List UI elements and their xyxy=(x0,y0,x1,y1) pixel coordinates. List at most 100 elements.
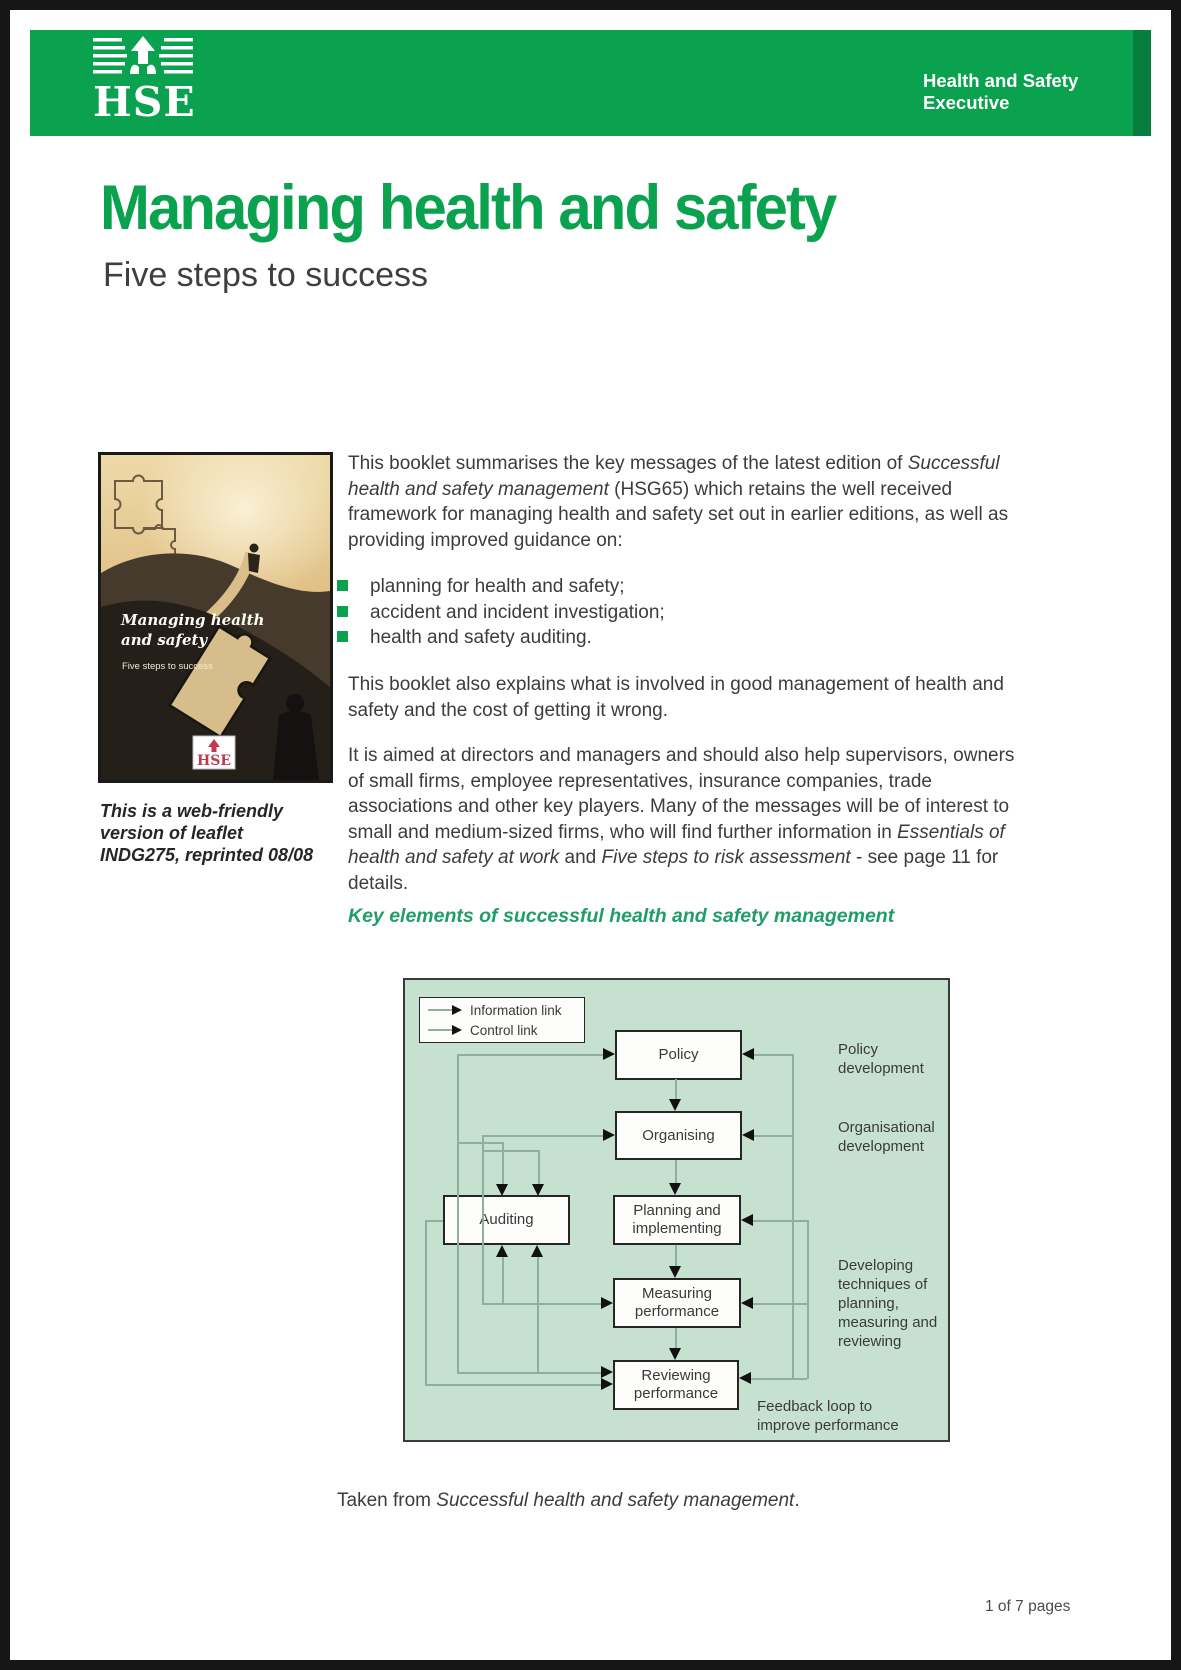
flow-box-reviewing: Reviewing performance xyxy=(613,1360,739,1410)
flow-line xyxy=(754,1135,792,1137)
arrowhead-right-icon xyxy=(601,1297,613,1309)
flow-line xyxy=(675,1245,677,1266)
source-note-pre: Taken from xyxy=(337,1490,437,1511)
bullet-list: planning for health and safety; accident… xyxy=(337,574,1027,651)
climber-figure xyxy=(248,543,260,573)
cover-caption: This is a web-friendly version of leafle… xyxy=(100,800,350,866)
booklet-cover-image: Managing health and safety Five steps to… xyxy=(98,452,333,783)
flow-line xyxy=(482,1303,601,1305)
legend-label: Information link xyxy=(470,1002,562,1018)
flow-line xyxy=(753,1303,807,1305)
arrowhead-right-icon xyxy=(452,1025,462,1035)
flow-line xyxy=(675,1160,677,1183)
flow-line xyxy=(537,1257,539,1372)
source-note-post: . xyxy=(794,1490,800,1511)
bullet-square-icon xyxy=(337,605,348,617)
source-note: Taken from Successful health and safety … xyxy=(337,1490,800,1512)
flow-line xyxy=(457,1372,601,1374)
label-feedback-loop: Feedback loop to improve performance xyxy=(757,1398,899,1434)
list-item: accident and incident investigation; xyxy=(337,600,1027,626)
list-item: planning for health and safety; xyxy=(337,574,1027,600)
label-organisational-development: Organisational development xyxy=(838,1119,935,1155)
flow-line xyxy=(751,1378,807,1380)
flow-box-policy: Policy xyxy=(615,1030,742,1080)
flow-line xyxy=(482,1135,603,1137)
bullet-text: planning for health and safety; xyxy=(370,576,625,597)
intro-paragraph-1: This booklet summarises the key messages… xyxy=(348,451,1024,553)
arrowhead-down-icon xyxy=(496,1184,508,1196)
page-subtitle: Five steps to success xyxy=(103,256,429,294)
cover-subtitle: Five steps to success xyxy=(122,661,213,672)
cover-title-line2: and safety xyxy=(121,631,208,649)
header-band-shadow xyxy=(1133,30,1151,136)
flow-line xyxy=(482,1135,484,1304)
page-title: Managing health and safety xyxy=(100,173,837,243)
cover-title-line1: Managing health xyxy=(120,611,264,629)
arrowhead-left-icon xyxy=(742,1129,754,1141)
flow-diagram-panel: Information link Control link Policy Org… xyxy=(403,978,950,1442)
cover-artwork: Managing health and safety Five steps to… xyxy=(101,455,330,780)
arrowhead-down-icon xyxy=(669,1348,681,1360)
legend-row-information: Information link xyxy=(428,1003,576,1018)
header-band xyxy=(30,30,1133,136)
p3-post: - see page 11 for details. xyxy=(348,847,999,894)
bullet-square-icon xyxy=(337,631,348,642)
intro-paragraph-2: This booklet also explains what is invol… xyxy=(348,674,1004,721)
arrowhead-right-icon xyxy=(603,1048,615,1060)
bullet-text: accident and incident investigation; xyxy=(370,601,665,623)
flow-line xyxy=(538,1150,540,1184)
arrowhead-left-icon xyxy=(739,1372,751,1384)
hse-logo-text: HSE xyxy=(93,78,193,122)
arrowhead-down-icon xyxy=(669,1099,681,1111)
org-name-line1: Health and Safety xyxy=(923,70,1079,91)
flow-line xyxy=(807,1220,809,1379)
bullet-text: health and safety auditing. xyxy=(370,627,592,648)
legend-label: Control link xyxy=(470,1022,538,1038)
flow-line xyxy=(457,1054,459,1373)
p3-book-title-2: Five steps to risk assessment xyxy=(601,847,851,868)
flow-line xyxy=(425,1220,427,1385)
list-item: health and safety auditing. xyxy=(337,625,1027,651)
page-indicator: 1 of 7 pages xyxy=(985,1598,1071,1615)
arrowhead-right-icon xyxy=(601,1366,613,1378)
flow-line xyxy=(425,1220,443,1222)
flow-line xyxy=(502,1142,504,1184)
large-puzzle-piece xyxy=(167,624,272,739)
flow-line xyxy=(675,1079,677,1099)
arrowhead-left-icon xyxy=(742,1048,754,1060)
arrowhead-right-icon xyxy=(603,1129,615,1141)
cover-logo-arrow-icon xyxy=(208,739,220,752)
hse-logo: HSE xyxy=(93,36,193,122)
arrowhead-left-icon xyxy=(741,1297,753,1309)
arrowhead-down-icon xyxy=(669,1266,681,1278)
flow-line xyxy=(753,1220,807,1222)
org-name-line2: Executive xyxy=(923,92,1010,113)
diagram-legend: Information link Control link xyxy=(419,997,585,1043)
p1-post: (HSG65) which retains the well received … xyxy=(348,478,1009,551)
caption-line3: INDG275, reprinted 08/08 xyxy=(100,845,314,865)
flow-box-measuring: Measuring performance xyxy=(613,1278,741,1328)
p3-mid: and xyxy=(559,847,602,868)
arrowhead-up-icon xyxy=(496,1245,508,1257)
intro-paragraph-3: It is aimed at directors and managers an… xyxy=(348,743,1024,896)
caption-line2: version of leaflet xyxy=(100,823,244,843)
flow-line xyxy=(792,1054,794,1379)
flow-line xyxy=(675,1328,677,1348)
arrowhead-down-icon xyxy=(532,1184,544,1196)
legend-line xyxy=(428,1009,452,1011)
bullet-square-icon xyxy=(337,580,348,591)
p1-pre: This booklet summarises the key messages… xyxy=(348,453,908,474)
flow-box-organising: Organising xyxy=(615,1111,742,1160)
man-silhouette xyxy=(273,694,319,780)
flow-line xyxy=(457,1054,603,1056)
flow-line xyxy=(482,1150,539,1152)
flow-box-planning: Planning and implementing xyxy=(613,1195,741,1245)
puzzle-outline-icon xyxy=(114,474,176,562)
flow-line xyxy=(502,1257,504,1303)
p3-book-title-1: Essentials of health and safety at work xyxy=(348,821,1005,869)
flow-line xyxy=(754,1054,792,1056)
source-note-title: Successful health and safety management xyxy=(436,1490,795,1511)
cover-logo-text: HSE xyxy=(197,753,231,769)
caption-line1: This is a web-friendly xyxy=(100,801,284,821)
